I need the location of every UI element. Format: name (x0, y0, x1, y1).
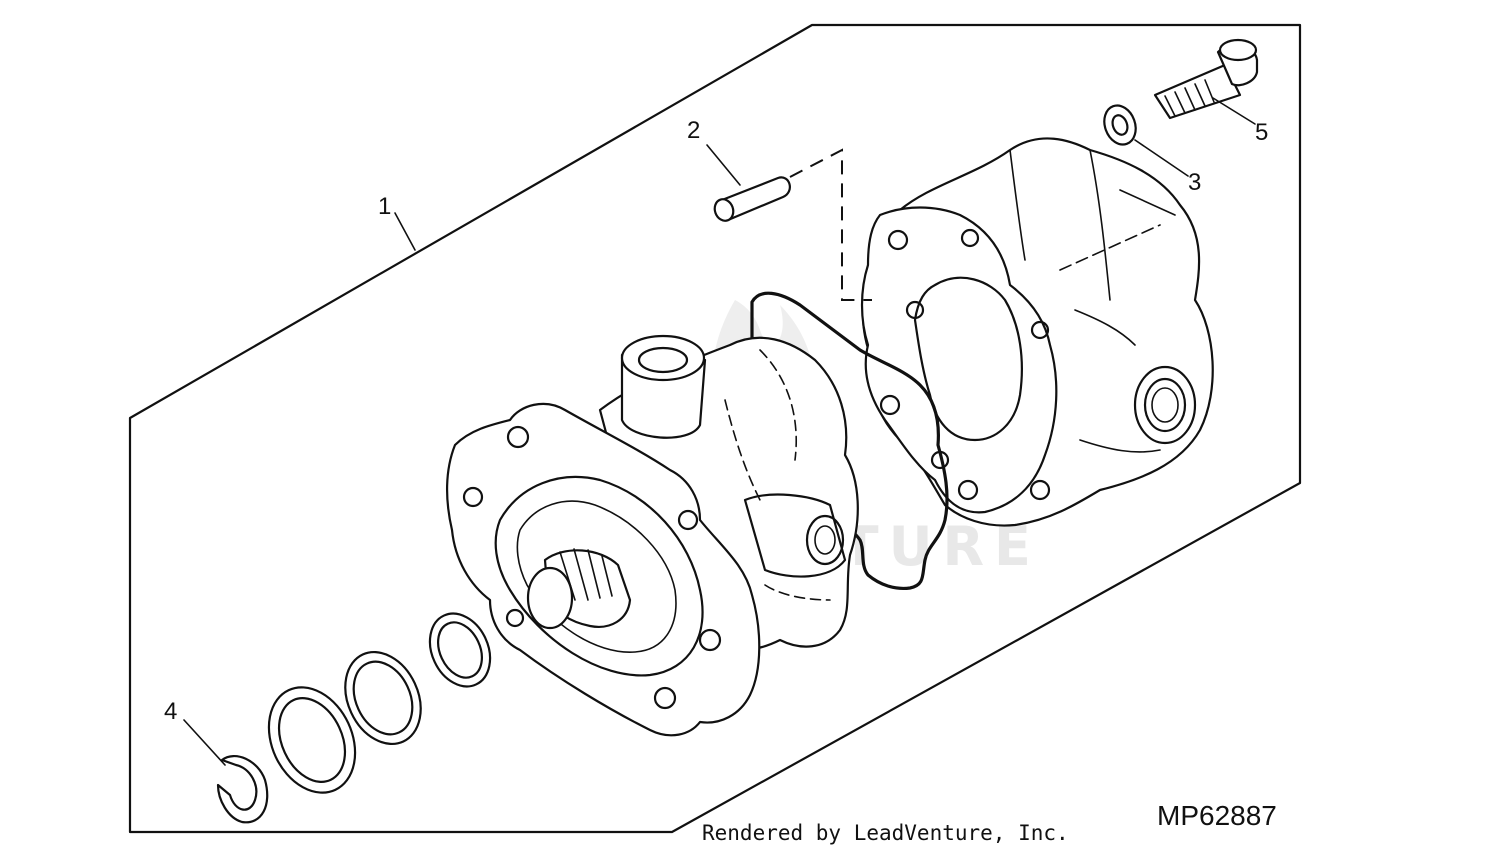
credit-line: Rendered by LeadVenture, Inc. (702, 821, 1069, 845)
front-pump-housing (446, 334, 859, 737)
rear-pump-body (860, 137, 1214, 527)
retaining-ring (216, 754, 269, 824)
leader-lines (183, 97, 1256, 766)
kit-boundary (128, 23, 1302, 834)
reference-code: MP62887 (1157, 800, 1277, 831)
dowel-position-line (789, 148, 872, 301)
callout-3: 3 (1188, 169, 1201, 196)
callout-4: 4 (164, 698, 177, 725)
callout-2: 2 (687, 117, 700, 144)
washer (1103, 104, 1137, 146)
callout-5: 5 (1255, 119, 1268, 146)
dowel-pin (713, 176, 791, 222)
cap-screw (1153, 38, 1259, 120)
callout-1: 1 (378, 193, 391, 220)
shaft-seal-rings (267, 612, 492, 794)
